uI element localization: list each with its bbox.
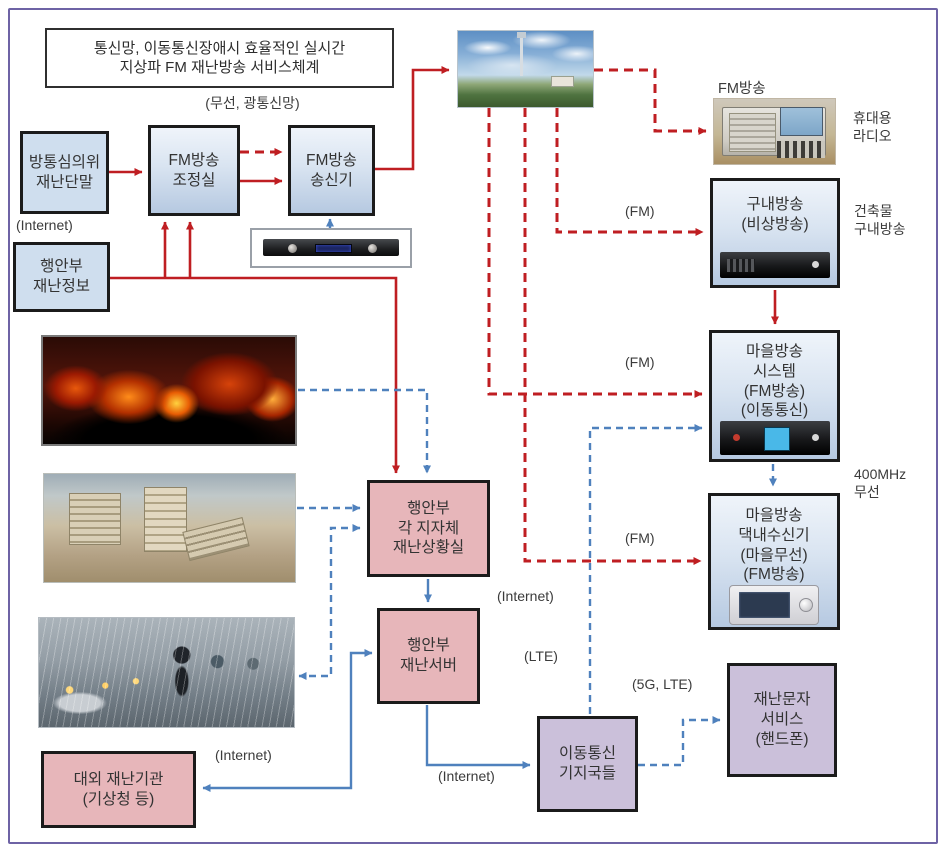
node-mois-disaster-info: 행안부 재난정보 bbox=[13, 242, 110, 312]
node-mobile-base-stations: 이동통신 기지국들 bbox=[537, 716, 638, 812]
tower-mast bbox=[517, 32, 527, 76]
label-fm-village: (FM) bbox=[625, 354, 655, 370]
node-village-home-receiver: 마을방송 댁내수신기 (마을무선) (FM방송) bbox=[708, 493, 840, 630]
transmission-tower-photo bbox=[457, 30, 594, 108]
node-situation-room-label: 행안부 각 지자체 재난상황실 bbox=[392, 499, 465, 557]
node-indoor-broadcast: 구내방송 (비상방송) bbox=[710, 178, 840, 288]
radio-lcd bbox=[779, 106, 823, 137]
earthquake-damage-photo bbox=[43, 473, 296, 583]
portable-radio-photo bbox=[713, 98, 836, 165]
node-disaster-text-service: 재난문자 서비스 (핸드폰) bbox=[727, 663, 837, 777]
radio-speaker-grill bbox=[728, 113, 777, 152]
node-external-agency: 대외 재난기관 (기상청 등) bbox=[41, 751, 196, 828]
node-village-broadcast-system-label: 마을방송 시스템 (FM방송) (이동통신) bbox=[740, 343, 809, 420]
diagram-title: 통신망, 이동통신장애시 효율적인 실시간 지상파 FM 재난방송 서비스체계 bbox=[45, 28, 394, 88]
label-lte: (LTE) bbox=[524, 648, 558, 664]
node-fm-control-room-label: FM방송 조정실 bbox=[168, 151, 220, 189]
label-5g-lte: (5G, LTE) bbox=[632, 676, 693, 692]
rack-knob-right bbox=[368, 244, 378, 254]
node-fm-transmitter-label: FM방송 송신기 bbox=[306, 151, 357, 189]
label-fm-broadcast: FM방송 bbox=[718, 81, 766, 97]
rack-led-white bbox=[811, 433, 819, 441]
indoor-broadcast-equipment-photo bbox=[720, 252, 830, 278]
rack-speaker bbox=[726, 258, 756, 272]
node-village-broadcast-system: 마을방송 시스템 (FM방송) (이동통신) bbox=[709, 330, 840, 462]
tower-building bbox=[550, 76, 575, 88]
label-fm-receiver: (FM) bbox=[625, 530, 655, 546]
node-situation-room: 행안부 각 지자체 재난상황실 bbox=[367, 480, 490, 577]
node-disaster-server-label: 행안부 재난서버 bbox=[399, 637, 458, 674]
node-fm-control-room: FM방송 조정실 bbox=[148, 125, 240, 216]
rack-led-red bbox=[732, 433, 740, 441]
rack-screen bbox=[763, 426, 790, 452]
label-400mhz-wireless: 400MHz 무선 bbox=[854, 466, 907, 500]
node-indoor-broadcast-label: 구내방송 (비상방송) bbox=[741, 196, 809, 233]
wildfire-photo bbox=[41, 335, 297, 446]
node-village-home-receiver-label: 마을방송 댁내수신기 (마을무선) (FM방송) bbox=[738, 507, 810, 584]
receiver-screen bbox=[738, 591, 790, 619]
label-internet-situation: (Internet) bbox=[497, 588, 554, 604]
node-fm-transmitter: FM방송 송신기 bbox=[288, 125, 375, 216]
outer-frame bbox=[8, 8, 938, 844]
label-internet-external: (Internet) bbox=[215, 747, 272, 763]
node-disaster-text-service-label: 재난문자 서비스 (핸드폰) bbox=[753, 691, 811, 748]
label-fm-indoor: (FM) bbox=[625, 203, 655, 219]
node-mobile-base-stations-label: 이동통신 기지국들 bbox=[558, 745, 617, 782]
node-disaster-server: 행안부 재난서버 bbox=[377, 608, 480, 704]
node-deliberation-terminal-label: 방통심의위 재난단말 bbox=[28, 153, 101, 191]
radio-buttons bbox=[776, 140, 826, 158]
fm-transmitter-equipment-photo bbox=[250, 228, 412, 268]
rack-unit bbox=[263, 239, 399, 256]
rack-knob-left bbox=[287, 244, 297, 254]
receiver-knob bbox=[798, 597, 813, 612]
home-receiver-device-photo bbox=[728, 585, 820, 626]
label-internet-deliberation: (Internet) bbox=[16, 217, 73, 233]
heavy-rain-street-photo bbox=[38, 617, 295, 728]
label-portable-radio: 휴대용 라디오 bbox=[853, 110, 892, 144]
label-internet-base: (Internet) bbox=[438, 768, 495, 784]
node-mois-disaster-info-label: 행안부 재난정보 bbox=[32, 258, 91, 295]
building-block bbox=[69, 493, 122, 546]
node-external-agency-label: 대외 재난기관 (기상청 등) bbox=[73, 770, 164, 808]
village-broadcast-equipment-photo bbox=[719, 421, 830, 456]
collapsed-building-block bbox=[181, 516, 250, 561]
rack-display bbox=[314, 243, 352, 254]
node-deliberation-terminal: 방통심의위 재난단말 bbox=[20, 131, 109, 214]
rack-led bbox=[811, 261, 819, 269]
label-wireless-optical-network: (무선, 광통신망) bbox=[205, 95, 300, 111]
building-block bbox=[144, 486, 187, 552]
label-building-indoor: 건축물 구내방송 bbox=[854, 203, 906, 237]
